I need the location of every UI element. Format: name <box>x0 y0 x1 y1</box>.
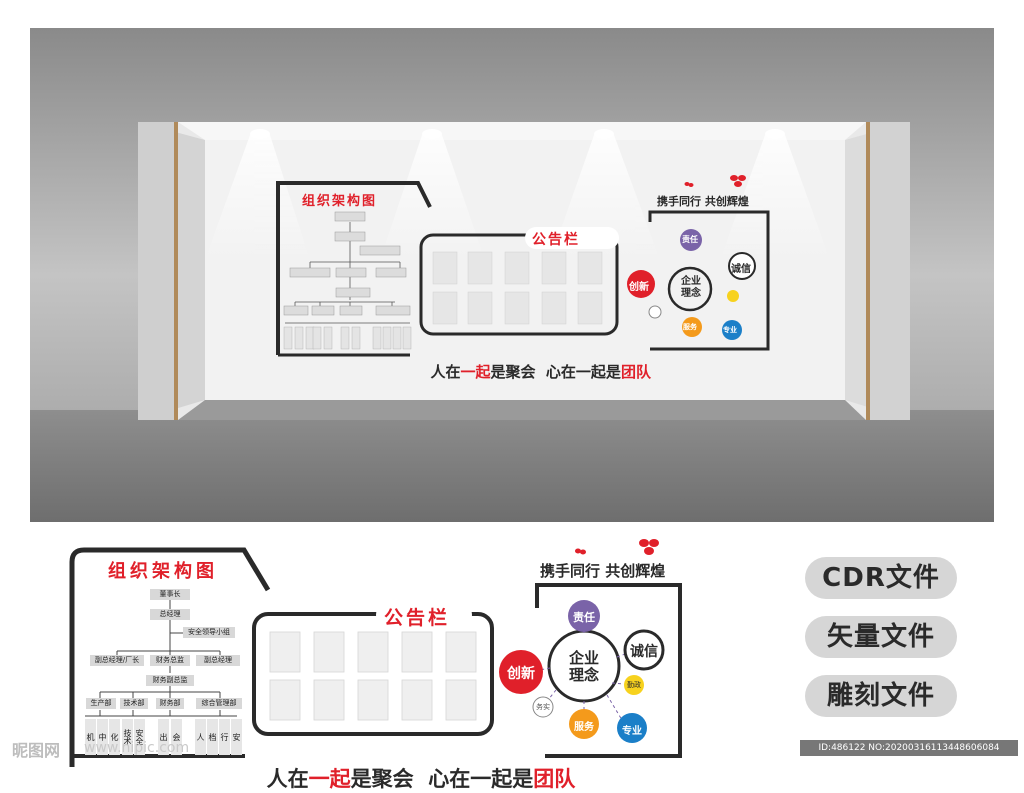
mini-professional: 专业 <box>723 326 737 334</box>
org-vp: 副总经理 <box>196 655 240 666</box>
concept-innovation: 创新 <box>507 666 535 682</box>
org-leaf-8: 档 <box>207 719 218 755</box>
room-mockup <box>30 28 994 522</box>
vector-file-tag: 矢量文件 <box>805 616 957 658</box>
concept-professional: 专业 <box>622 726 642 737</box>
mini-slogan-part4: 团队 <box>620 363 651 381</box>
org-vp-factory: 副总经理/厂长 <box>90 655 144 666</box>
mini-notice-title: 公告栏 <box>532 232 580 248</box>
watermark-id: ID:486122 NO:20200316113448606084 <box>800 740 1018 756</box>
mini-integrity: 诚信 <box>731 264 751 275</box>
slogan-part1: 人在 <box>266 766 309 791</box>
flat-design-frames <box>69 539 682 767</box>
cdr-file-tag: CDR文件 <box>805 557 957 599</box>
concept-service: 服务 <box>574 722 594 733</box>
org-leaf-3: 技术 <box>122 719 133 755</box>
org-admin: 综合管理部 <box>196 698 242 709</box>
mini-innovation: 创新 <box>629 282 649 293</box>
mini-concept-header: 携手同行 共创辉煌 <box>657 195 749 208</box>
concept-integrity: 诚信 <box>630 644 658 660</box>
org-production: 生产部 <box>86 698 116 709</box>
watermark-logo: 昵图网 <box>12 741 61 760</box>
org-leaf-5: 出 <box>158 719 169 755</box>
mini-responsibility: 责任 <box>682 235 698 244</box>
mini-slogan-part2: 一起 <box>460 363 491 381</box>
concept-pragmatic: 务实 <box>536 703 550 711</box>
org-chart-title: 组织架构图 <box>108 561 218 582</box>
mini-slogan: 人在一起是聚会 心在一起是团队 <box>420 343 651 382</box>
org-finance-dept: 财务部 <box>156 698 184 709</box>
mini-slogan-part3: 是聚会 心在一起是 <box>490 363 621 381</box>
org-chairman: 董事长 <box>150 589 190 600</box>
slogan-part2: 一起 <box>308 766 351 791</box>
org-leaf-4: 安全 <box>134 719 145 755</box>
org-leaf-7: 人 <box>195 719 206 755</box>
watermark-url: www.nipic.com <box>84 740 190 756</box>
notice-board-title: 公告栏 <box>384 607 451 629</box>
slogan: 人在一起是聚会 心在一起是团队 <box>252 738 576 793</box>
slogan-part4: 团队 <box>533 766 576 791</box>
mini-slogan-part1: 人在 <box>430 363 461 381</box>
org-finance-director: 财务总监 <box>150 655 190 666</box>
concept-header: 携手同行 共创辉煌 <box>540 562 666 580</box>
mini-service: 服务 <box>683 323 697 331</box>
org-tech: 技术部 <box>120 698 148 709</box>
concept-center: 企业 理念 <box>568 649 599 684</box>
mini-concept-center: 企业 理念 <box>681 276 701 299</box>
mini-org-title: 组织架构图 <box>302 194 378 209</box>
org-leaf-10: 安 <box>231 719 242 755</box>
concept-diligence: 勤政 <box>627 681 641 689</box>
org-safety-group: 安全领导小组 <box>183 627 235 638</box>
carving-file-tag: 雕刻文件 <box>805 675 957 717</box>
org-leaf-9: 行 <box>219 719 230 755</box>
org-gm: 总经理 <box>150 609 190 620</box>
org-finance-deputy: 财务副总监 <box>146 675 194 686</box>
org-leaf-6: 会 <box>171 719 182 755</box>
concept-responsibility: 责任 <box>573 611 595 624</box>
org-leaf-0: 机 <box>85 719 96 755</box>
org-leaf-1: 中 <box>97 719 108 755</box>
slogan-part3: 是聚会 心在一起是 <box>350 766 534 791</box>
org-leaf-2: 化 <box>109 719 120 755</box>
